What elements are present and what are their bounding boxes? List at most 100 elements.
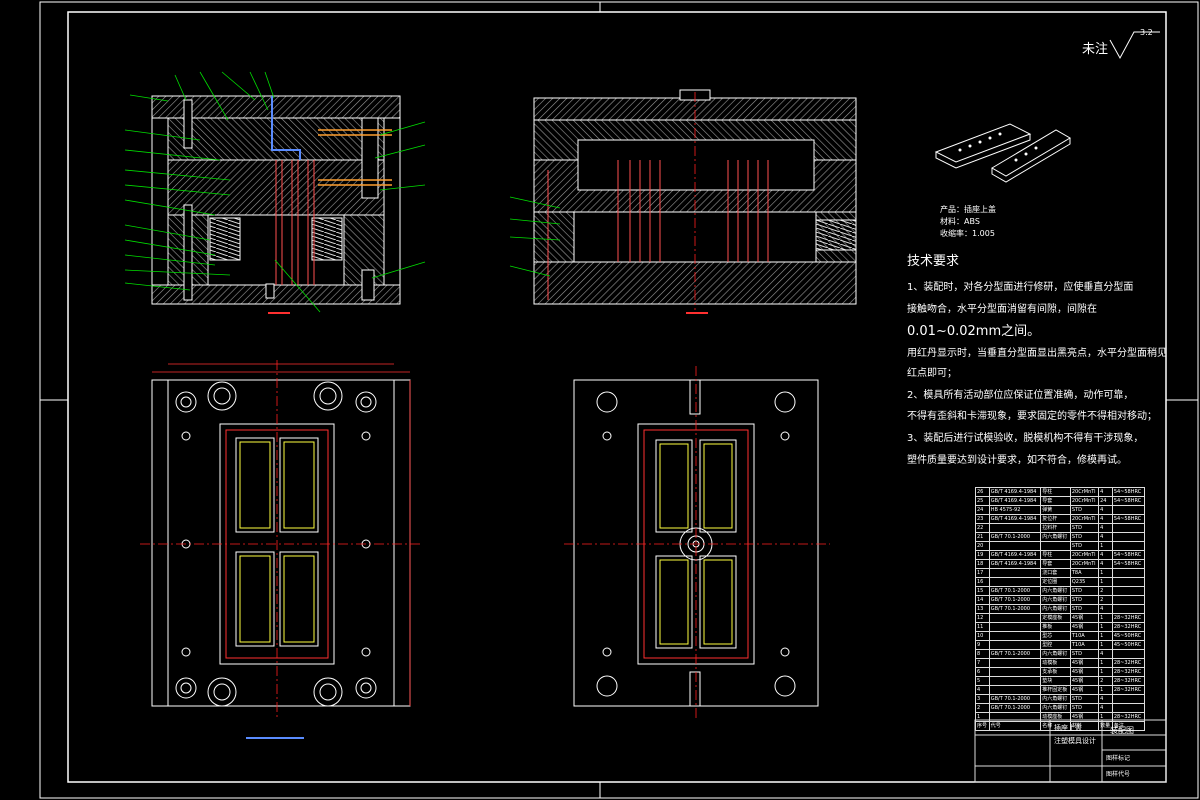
bom-cell: 45钢 — [1069, 667, 1100, 677]
bom-cell: GB/T 70.1-2000 — [988, 532, 1042, 542]
bom-cell — [1111, 694, 1146, 704]
bom-cell: 7 — [975, 658, 990, 668]
bom-cell: 内六角螺钉 — [1040, 703, 1071, 713]
material-info-line: 材料：ABS — [940, 216, 980, 227]
bom-cell: 推杆固定板 — [1040, 685, 1071, 695]
bom-cell: 定位圈 — [1040, 577, 1071, 587]
bom-cell — [988, 685, 1042, 695]
bom-cell: 17 — [975, 568, 990, 578]
bom-cell — [1111, 649, 1146, 659]
product-isometric — [934, 123, 1071, 183]
bom-cell: 内六角螺钉 — [1040, 604, 1071, 614]
bom-cell: STD — [1069, 604, 1100, 614]
bom-cell — [988, 640, 1042, 650]
bom-cell: 4 — [1098, 550, 1113, 560]
bom-cell: 内六角螺钉 — [1040, 694, 1071, 704]
bom-cell: STD — [1069, 505, 1100, 515]
bom-cell: 1 — [1098, 640, 1113, 650]
bom-cell: 导套 — [1040, 496, 1071, 506]
requirement-line: 红点即可； — [907, 368, 957, 379]
bom-cell: 45~50HRC — [1111, 640, 1146, 650]
bom-cell: 代号 — [988, 721, 1042, 731]
shrink-value: 1.005 — [972, 229, 995, 238]
bom-cell: 28~32HRC — [1111, 613, 1146, 623]
bom-cell: 12 — [975, 613, 990, 623]
bom-cell — [1111, 577, 1146, 587]
bom-cell: 11 — [975, 622, 990, 632]
bom-cell: 型芯 — [1040, 631, 1071, 641]
bom-cell: 20CrMnTi — [1069, 550, 1100, 560]
sheet-border — [39, 1, 1199, 799]
bom-cell: 3 — [975, 694, 990, 704]
bom-cell: 定模座板 — [1040, 613, 1071, 623]
bom-cell: 54~58HRC — [1111, 559, 1146, 569]
bom-cell: 28~32HRC — [1111, 667, 1146, 677]
bom-cell — [1111, 523, 1146, 533]
bom-cell — [1111, 532, 1146, 542]
bom-cell: GB/T 70.1-2000 — [988, 703, 1042, 713]
bom-cell: 54~58HRC — [1111, 496, 1146, 506]
bom-cell: 14 — [975, 595, 990, 605]
shrink-info-line: 收缩率：1.005 — [940, 228, 995, 239]
bom-cell: 导柱 — [1040, 550, 1071, 560]
bom-cell — [988, 712, 1042, 722]
bom-cell: 4 — [1098, 514, 1113, 524]
bom-cell: 浇口套 — [1040, 568, 1071, 578]
bom-cell: STD — [1069, 541, 1100, 551]
bom-cell: 28~32HRC — [1111, 622, 1146, 632]
requirement-line: 用红丹显示时，当垂直分型面显出黑亮点，水平分型面稍见 — [907, 348, 1167, 359]
shrink-label: 收缩率： — [940, 229, 972, 238]
bom-cell: 24 — [1098, 496, 1113, 506]
bom-cell: 25 — [975, 496, 990, 506]
bom-cell: 45钢 — [1069, 622, 1100, 632]
bom-cell — [1111, 541, 1146, 551]
bom-cell: 1 — [1098, 685, 1113, 695]
bom-cell: 导柱 — [1040, 487, 1071, 497]
bom-cell: STD — [1069, 703, 1100, 713]
bom-cell — [988, 631, 1042, 641]
bom-cell: 45钢 — [1069, 613, 1100, 623]
bom-cell: 2 — [1098, 595, 1113, 605]
requirement-line: 3、装配后进行试模验收，脱模机构不得有干涉现象， — [907, 433, 1144, 444]
bom-cell: 20 — [975, 541, 990, 551]
bom-cell: 45钢 — [1069, 712, 1100, 722]
bom-cell: 动模板 — [1040, 658, 1071, 668]
bom-cell: 6 — [975, 667, 990, 677]
requirement-line: 0.01~0.02mm之间。 — [907, 324, 1041, 339]
bom-cell: STD — [1069, 523, 1100, 533]
bom-cell: 23 — [975, 514, 990, 524]
bom-cell — [1111, 595, 1146, 605]
bom-cell: 内六角螺钉 — [1040, 595, 1071, 605]
bom-cell: 8 — [975, 649, 990, 659]
bom-cell: 拉料杆 — [1040, 523, 1071, 533]
bom-cell: 1 — [1098, 712, 1113, 722]
bom-cell: Q235 — [1069, 577, 1100, 587]
bom-cell: 1 — [1098, 568, 1113, 578]
bom-cell: 22 — [975, 523, 990, 533]
plan-view-fixed-half — [564, 366, 830, 720]
bom-cell: 10 — [975, 631, 990, 641]
material-label: 材料： — [940, 217, 964, 226]
bom-cell: 内六角螺钉 — [1040, 532, 1071, 542]
bom-cell: 序号 — [975, 721, 990, 731]
bom-cell: 1 — [1098, 667, 1113, 677]
bom-cell: T10A — [1069, 631, 1100, 641]
bom-row: 序号代号名称材料数量备注 — [975, 721, 1146, 731]
title-line-1: 插座上盖 — [1054, 724, 1082, 732]
product-info-line: 产品：插座上盖 — [940, 204, 996, 215]
bom-cell: 4 — [1098, 703, 1113, 713]
requirement-line: 1、装配时，对各分型面进行修研，应使垂直分型面 — [907, 282, 1134, 293]
